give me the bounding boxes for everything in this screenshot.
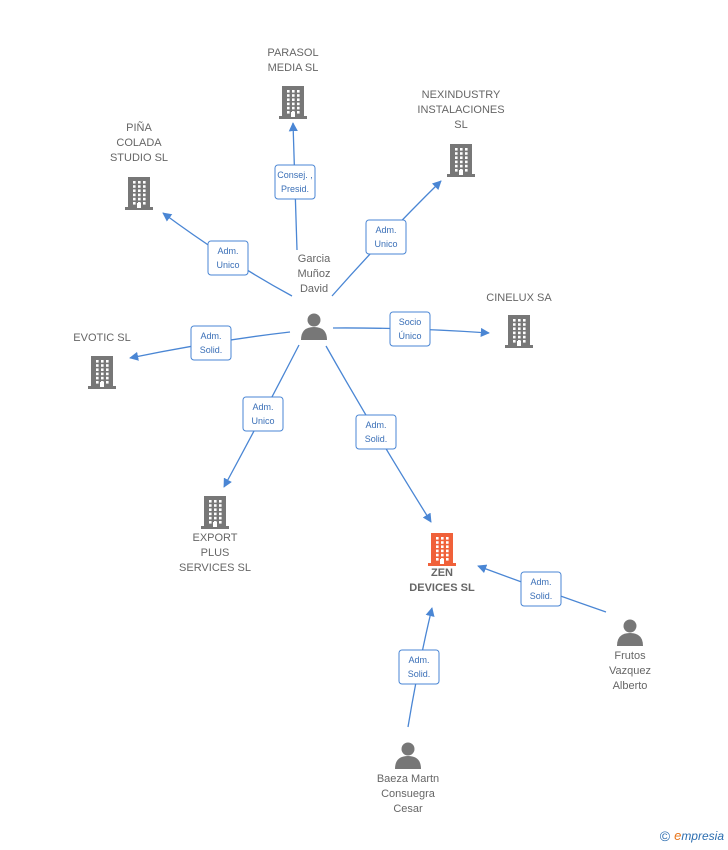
- edge-label-text: Consej. ,: [277, 170, 313, 180]
- node-label: Consuegra: [381, 788, 436, 800]
- node-zen[interactable]: ZEN DEVICES SL: [409, 533, 475, 594]
- node-label: David: [300, 283, 328, 295]
- edge-label-garcia-evotic[interactable]: Adm. Solid.: [190, 325, 232, 361]
- edge-label-text: Adm.: [252, 402, 273, 412]
- edge-label-text: Unico: [374, 239, 397, 249]
- edge-label-text: Adm.: [408, 655, 429, 665]
- node-label: DEVICES SL: [409, 582, 475, 594]
- edge-label-box: [365, 219, 407, 255]
- node-cinelux[interactable]: CINELUX SA: [486, 292, 552, 348]
- node-parasol[interactable]: PARASOL MEDIA SL: [267, 47, 319, 119]
- edge-label-text: Único: [398, 331, 421, 341]
- node-label: COLADA: [116, 137, 162, 149]
- node-label: SERVICES SL: [179, 562, 251, 574]
- edge-label-text: Presid.: [281, 184, 309, 194]
- edge-label-garcia-parasol[interactable]: Consej. , Presid.: [274, 164, 316, 200]
- edge-label-box: [520, 571, 562, 607]
- node-label: Baeza Martn: [377, 773, 439, 785]
- edge-label-text: Unico: [216, 260, 239, 270]
- edge-label-text: Solid.: [200, 345, 223, 355]
- edge-label-text: Solid.: [530, 591, 553, 601]
- node-label: Muñoz: [297, 268, 330, 280]
- edge-label-box: [190, 325, 232, 361]
- edge-label-text: Solid.: [408, 669, 431, 679]
- node-pina[interactable]: PIÑA COLADA STUDIO SL: [110, 121, 168, 210]
- node-label: Cesar: [393, 803, 423, 815]
- edge-label-box: [389, 311, 431, 347]
- node-label: PARASOL: [267, 47, 318, 59]
- edge-label-box: [355, 414, 397, 450]
- node-nexindustry[interactable]: NEXINDUSTRY INSTALACIONES SL: [417, 89, 505, 177]
- edge-label-garcia-zen[interactable]: Adm. Solid.: [355, 414, 397, 450]
- person-icon: [395, 742, 421, 769]
- building-icon: [125, 177, 153, 210]
- edge-label-frutos-zen[interactable]: Adm. Solid.: [520, 571, 562, 607]
- building-icon: [428, 533, 456, 566]
- edge-label-box: [398, 649, 440, 685]
- node-label: PIÑA: [126, 121, 152, 134]
- node-label: STUDIO SL: [110, 152, 168, 164]
- node-label: NEXINDUSTRY: [422, 89, 501, 101]
- edge-label-box: [274, 164, 316, 200]
- node-label: Garcia: [298, 253, 331, 265]
- edge-label-text: Adm.: [375, 225, 396, 235]
- node-label: SL: [454, 119, 467, 131]
- node-label: EVOTIC SL: [73, 332, 130, 344]
- edge-label-garcia-pina[interactable]: Adm. Unico: [207, 240, 249, 276]
- building-icon: [505, 315, 533, 348]
- person-icon: [301, 313, 327, 340]
- node-label: PLUS: [201, 547, 230, 559]
- node-evotic[interactable]: EVOTIC SL: [73, 332, 131, 389]
- building-icon: [201, 496, 229, 529]
- brand-name: mpresia: [681, 829, 724, 843]
- edge-label-text: Adm.: [200, 331, 221, 341]
- edge-labels-layer: Consej. ,Presid.Adm.UnicoAdm.UnicoSocioÚ…: [190, 164, 562, 685]
- person-icon: [617, 619, 643, 646]
- node-label: INSTALACIONES: [417, 104, 504, 116]
- edge-label-text: Unico: [251, 416, 274, 426]
- node-label: CINELUX SA: [486, 292, 552, 304]
- node-label: ZEN: [431, 567, 453, 579]
- building-icon: [447, 144, 475, 177]
- edge-label-box: [207, 240, 249, 276]
- edge-label-text: Adm.: [217, 246, 238, 256]
- empresia-logo[interactable]: ©empresia: [660, 828, 724, 844]
- node-export[interactable]: EXPORT PLUS SERVICES SL: [179, 496, 251, 574]
- node-label: Frutos: [614, 650, 646, 662]
- node-label: EXPORT: [192, 532, 237, 544]
- edge-label-garcia-export[interactable]: Adm. Unico: [242, 396, 284, 432]
- building-icon: [279, 86, 307, 119]
- edge-label-text: Socio: [399, 317, 422, 327]
- building-icon: [88, 356, 116, 389]
- edge-label-garcia-nexindustry[interactable]: Adm. Unico: [365, 219, 407, 255]
- edge-label-text: Adm.: [365, 420, 386, 430]
- brand-initial: e: [674, 828, 682, 843]
- node-label: Vazquez: [609, 665, 651, 677]
- edge-label-text: Adm.: [530, 577, 551, 587]
- edge-label-box: [242, 396, 284, 432]
- node-label: Alberto: [613, 680, 648, 692]
- edge-label-baeza-zen[interactable]: Adm. Solid.: [398, 649, 440, 685]
- edge-label-text: Solid.: [365, 434, 388, 444]
- copyright-icon: ©: [659, 828, 671, 844]
- node-label: MEDIA SL: [268, 62, 319, 74]
